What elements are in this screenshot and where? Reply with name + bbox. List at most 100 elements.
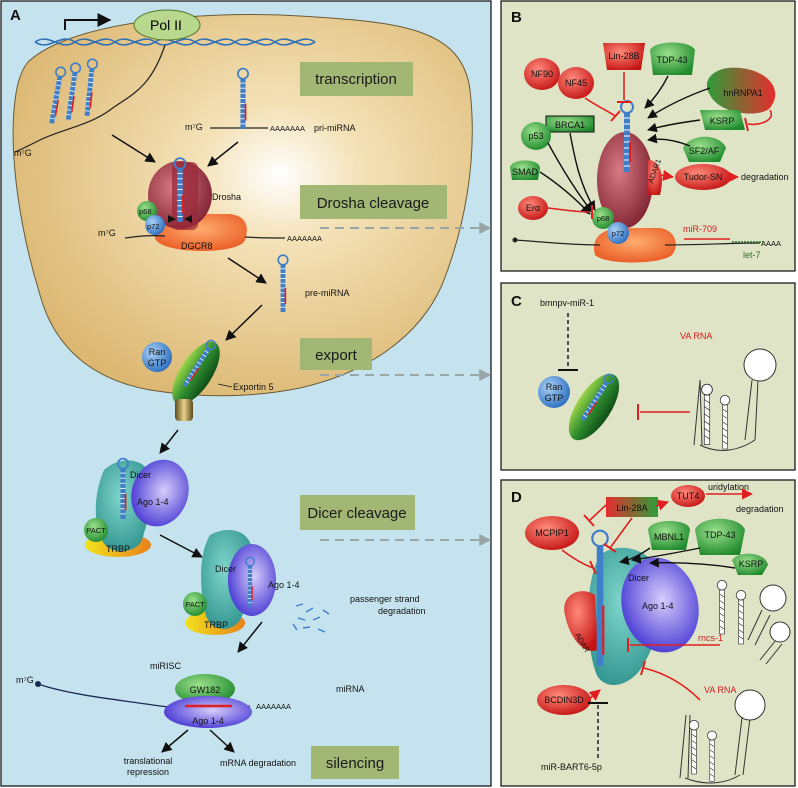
repression-label: repression bbox=[127, 767, 169, 777]
gw182-label: GW182 bbox=[190, 685, 221, 695]
nucleus bbox=[12, 14, 473, 397]
d-ago: Ago 1-4 bbox=[642, 601, 674, 611]
arrow-to-drosha-2 bbox=[207, 141, 239, 167]
b-let7: let-7 bbox=[743, 250, 761, 260]
m7g-label-2: m⁷G bbox=[185, 122, 203, 132]
d-va-rna-structure bbox=[679, 689, 766, 784]
c-bmnpv: bmnpv-miR-1 bbox=[540, 298, 594, 308]
d-lin28a bbox=[606, 497, 658, 517]
exportin5-label: Exportin 5 bbox=[233, 382, 274, 392]
d-degradation: degradation bbox=[736, 504, 784, 514]
d-tdp43-label: TDP-43 bbox=[704, 530, 735, 540]
panel-b-letter: B bbox=[511, 9, 522, 26]
mirna-label: miRNA bbox=[336, 684, 365, 694]
dicer-label-2: Dicer bbox=[215, 564, 236, 574]
d-ksrp bbox=[732, 553, 768, 575]
d-regulation-arrows bbox=[561, 488, 754, 758]
translational-label: translational bbox=[124, 756, 173, 766]
b-p53 bbox=[521, 122, 551, 150]
arrow-to-pre-mirna bbox=[227, 257, 267, 284]
panel-a: A Pol II m⁷G m⁷G AAAAAAA pri-miRNA trans… bbox=[0, 0, 492, 787]
ago-label-1: Ago 1-4 bbox=[137, 497, 169, 507]
ago-mirisc bbox=[164, 696, 252, 728]
b-sf2-label: SF2/AF bbox=[689, 146, 720, 156]
c-ran: Ran bbox=[546, 382, 563, 392]
d-tut4-label: TUT4 bbox=[677, 491, 700, 501]
d-uridylation: uridylation bbox=[708, 482, 749, 492]
dgcr8-label: DGCR8 bbox=[181, 241, 213, 251]
mirisc-label: miRISC bbox=[150, 661, 181, 671]
arrow-mrna-deg bbox=[209, 729, 235, 753]
b-lin28b bbox=[603, 43, 645, 70]
d-bart: miR-BART6-5p bbox=[541, 762, 602, 772]
b-er-label: Erα bbox=[526, 203, 540, 213]
stage-silencing-box bbox=[311, 746, 399, 779]
stage-export: export bbox=[315, 347, 358, 364]
b-nf45-label: NF45 bbox=[565, 78, 587, 88]
b-p53-label: p53 bbox=[528, 131, 543, 141]
b-er bbox=[518, 196, 548, 220]
stage-drosha: Drosha cleavage bbox=[317, 195, 430, 212]
drosha-label: Drosha bbox=[212, 192, 241, 202]
passenger-label: passenger strand bbox=[350, 594, 420, 604]
ran-label: Ran bbox=[149, 347, 166, 357]
arrow-to-dicer-2 bbox=[159, 534, 203, 558]
b-degradation: degradation bbox=[741, 172, 789, 182]
panel-b: B p68 p72 ADAR1 AAAA miR-709 let-7 Lin-2… bbox=[500, 0, 796, 272]
d-mbnl1-label: MBNL1 bbox=[654, 532, 684, 542]
d-lin28a-label: Lin-28A bbox=[616, 503, 647, 513]
gtp-label: GTP bbox=[148, 358, 167, 368]
nuclear-pore bbox=[175, 399, 193, 421]
arrow-to-dicer bbox=[159, 429, 179, 454]
b-sf2 bbox=[683, 136, 726, 162]
d-bcdin3d bbox=[537, 685, 591, 715]
stage-export-box bbox=[300, 338, 372, 370]
pol-ii bbox=[133, 9, 201, 41]
panel-d-letter: D bbox=[511, 489, 522, 506]
b-tdp43 bbox=[650, 42, 695, 75]
b-p72: p72 bbox=[612, 229, 625, 238]
dna-helix bbox=[34, 13, 316, 46]
pri-mirna-polya: AAAAAAA bbox=[270, 124, 305, 133]
c-ran-gtp bbox=[538, 376, 570, 408]
pol-ii-label: Pol II bbox=[150, 17, 182, 33]
b-ksrp-label: KSRP bbox=[710, 116, 735, 126]
stage-transcription-box bbox=[300, 62, 413, 96]
stage-silencing: silencing bbox=[326, 755, 384, 772]
arrow-to-export bbox=[225, 304, 263, 341]
b-p68: p68 bbox=[597, 214, 610, 223]
ago-label-2: Ago 1-4 bbox=[268, 580, 300, 590]
dicer-complex-1 bbox=[84, 457, 189, 557]
panel-c: C bmnpv-miR-1 Ran GTP VA RNA bbox=[500, 282, 796, 471]
b-nf90-label: NF90 bbox=[531, 69, 553, 79]
mrna-deg-label: mRNA degradation bbox=[220, 758, 296, 768]
b-tudor-label: Tudor-SN bbox=[684, 172, 723, 182]
b-brca1 bbox=[545, 115, 595, 133]
panel-c-letter: C bbox=[511, 293, 522, 310]
b-smad-label: SMAD bbox=[512, 167, 539, 177]
d-rncs1-structure bbox=[716, 580, 791, 665]
b-polya: AAAA bbox=[761, 239, 781, 248]
m7g-label-3: m⁷G bbox=[98, 228, 116, 238]
trbp-label-2: TRBP bbox=[204, 620, 228, 630]
d-tdp43 bbox=[695, 518, 745, 555]
m7g-label-1: m⁷G bbox=[14, 148, 32, 158]
b-mir709: miR-709 bbox=[683, 224, 717, 234]
arrow-translation bbox=[161, 729, 189, 753]
d-va-rna: VA RNA bbox=[704, 685, 736, 695]
stage-dicer: Dicer cleavage bbox=[307, 505, 406, 522]
b-tdp43-label: TDP-43 bbox=[656, 55, 687, 65]
p72-a bbox=[145, 215, 165, 235]
gw182 bbox=[175, 674, 235, 704]
b-hnrnpa1-label: hnRNPA1 bbox=[723, 88, 762, 98]
d-tut4 bbox=[671, 485, 705, 507]
panel-a-letter: A bbox=[10, 7, 21, 24]
b-tudor bbox=[675, 164, 731, 190]
d-mcpip1-label: MCPIP1 bbox=[535, 528, 569, 538]
dicer-complex-2 bbox=[183, 530, 276, 635]
drosha-polya: AAAAAAA bbox=[287, 234, 322, 243]
b-nf90 bbox=[524, 58, 560, 90]
pact-label-1: PACT bbox=[86, 526, 106, 535]
d-dicer: Dicer bbox=[628, 573, 649, 583]
